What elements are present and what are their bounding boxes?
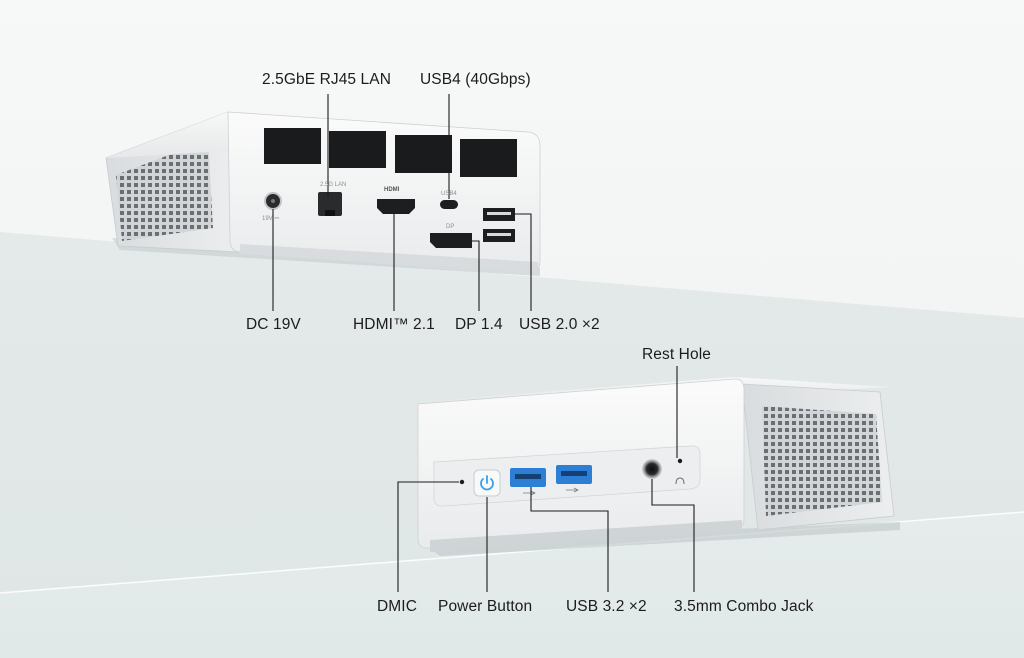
rear-vent-4 <box>460 139 517 177</box>
callout-hdmi: HDMI™ 2.1 <box>353 316 435 333</box>
callout-dmic: DMIC <box>377 598 418 615</box>
callout-jack: 3.5mm Combo Jack <box>674 598 814 615</box>
callout-power: Power Button <box>438 598 533 615</box>
headset-icon <box>675 477 685 485</box>
leader-dmic <box>397 481 459 592</box>
callout-usb3: USB 3.2 ×2 <box>566 598 647 615</box>
leader-usb3 <box>530 487 609 592</box>
callout-dc: DC 19V <box>246 316 301 333</box>
leader-usb2 <box>515 213 532 311</box>
rear-vent-1 <box>264 128 321 164</box>
callout-reset: Rest Hole <box>642 346 711 363</box>
power-icon <box>480 478 494 491</box>
lan-port-mark: 2.5G LAN <box>320 182 347 188</box>
dmic-hole <box>459 479 465 485</box>
callout-dp: DP 1.4 <box>455 316 503 333</box>
usb-symbol-icon-2 <box>566 487 579 493</box>
rear-vent-3 <box>395 135 452 173</box>
dp-port-mark: DP <box>446 224 455 230</box>
leader-dp <box>472 240 480 311</box>
dp-port <box>430 233 472 248</box>
callout-lines <box>272 94 695 592</box>
callout-usb4: USB4 (40Gbps) <box>420 71 531 88</box>
rear-vent-2 <box>329 131 386 168</box>
leader-jack <box>651 479 695 592</box>
lower-shelf <box>0 512 1024 658</box>
dc-port-mark: 19V ⎓ <box>262 216 280 222</box>
usb-symbol-icon <box>523 490 536 496</box>
hdmi-port <box>377 199 415 214</box>
callout-usb2: USB 2.0 ×2 <box>519 316 600 333</box>
lan-port <box>318 192 342 216</box>
usb4-port-mark: USB4 <box>441 191 457 197</box>
callout-lan: 2.5GbE RJ45 LAN <box>262 71 392 88</box>
front-device <box>417 377 900 556</box>
reset-hole <box>677 458 683 464</box>
combo-jack <box>642 459 662 479</box>
rear-device <box>105 111 541 276</box>
hdmi-port-mark: HDMI <box>384 187 400 193</box>
usb4-port <box>440 200 458 209</box>
